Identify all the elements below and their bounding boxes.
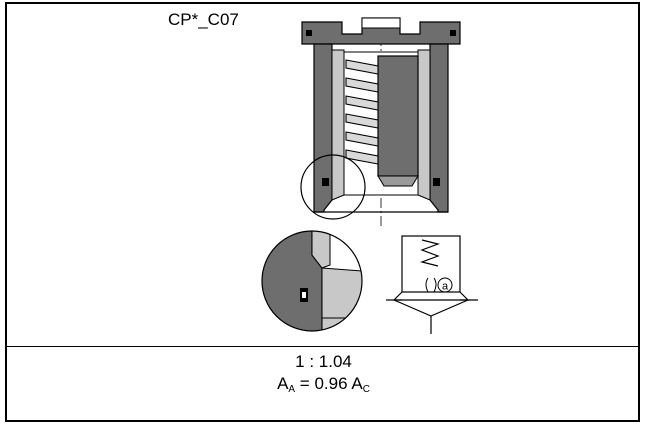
equals-sign: =: [295, 374, 315, 393]
housing: [313, 43, 449, 213]
top-cap: [301, 17, 461, 45]
area-ratio: 1 : 1.04: [295, 352, 352, 371]
part-code-label: CP*_C07: [168, 10, 239, 29]
spring: [345, 59, 379, 165]
symbol-label: a: [442, 281, 449, 293]
lhs-subscript: A: [288, 384, 296, 395]
rhs-symbol: A: [351, 374, 363, 393]
lower-seal-left: [322, 178, 329, 186]
housing-left-wall: [313, 43, 333, 213]
coefficient: 0.96: [314, 374, 348, 393]
top-seal-right: [450, 30, 456, 36]
piston: [377, 55, 419, 187]
lower-seal-right: [433, 178, 440, 186]
lhs-symbol: A: [277, 374, 289, 393]
section-divider: [7, 346, 638, 347]
rhs-subscript: C: [362, 384, 370, 395]
drawing-frame: [5, 2, 640, 422]
housing-right-wall: [429, 43, 449, 213]
area-formula: AA = 0.96 AC: [0, 374, 647, 395]
valve-symbol: [386, 235, 478, 334]
detail-view: [261, 230, 363, 332]
top-seal-left: [306, 30, 312, 36]
detail-highlight-circle: [300, 154, 366, 220]
